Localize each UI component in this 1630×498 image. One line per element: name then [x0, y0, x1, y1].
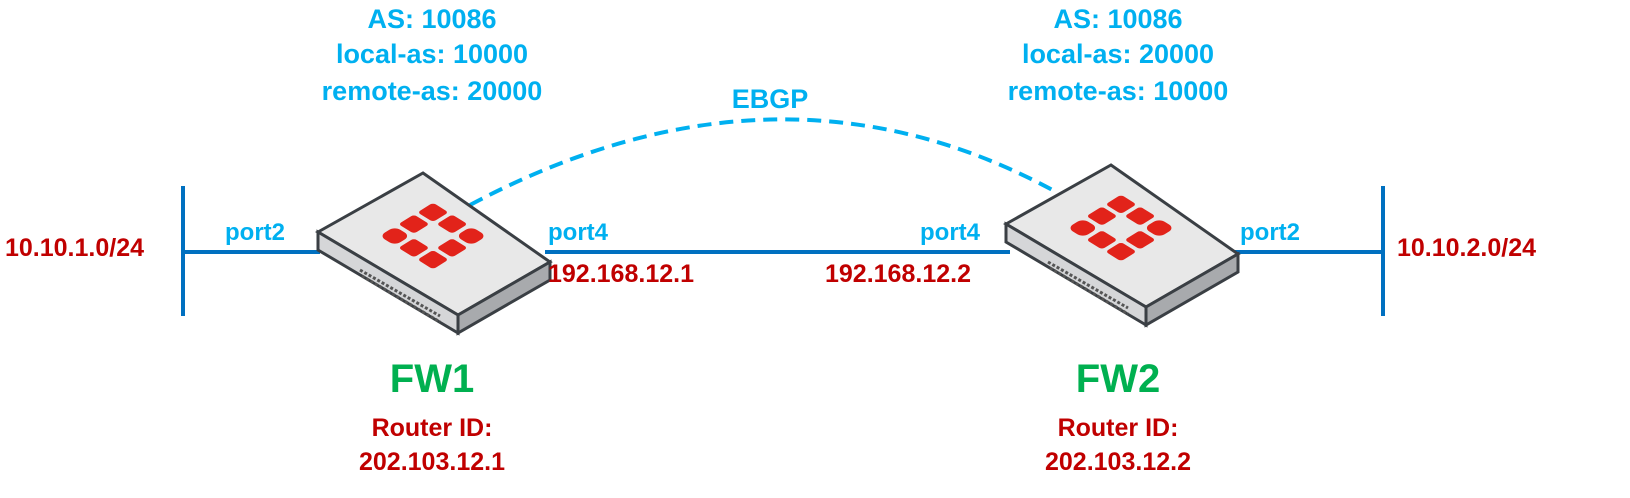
ebgp-label: EBGP [732, 84, 809, 114]
fw1-device-icon [316, 171, 552, 335]
fw2-router-id-label: Router ID: [1058, 414, 1179, 442]
fw2-remote-as: remote-as: 10000 [1008, 76, 1229, 106]
ebgp-session-line [469, 117, 1059, 207]
fw2-as: AS: 10086 [1053, 4, 1182, 34]
fw2-lan-subnet: 10.10.2.0/24 [1397, 234, 1536, 262]
fw1-router-id-label: Router ID: [372, 414, 493, 442]
fw2-name: FW2 [1076, 357, 1160, 401]
fw2-router-id: 202.103.12.2 [1045, 448, 1191, 476]
fw1-wan-ip: 192.168.12.1 [548, 260, 694, 288]
fw1-as: AS: 10086 [367, 4, 496, 34]
fw1-wan-port: port4 [548, 219, 609, 246]
fw1-lan-port: port2 [225, 219, 285, 246]
fw2-lan-port: port2 [1240, 219, 1300, 246]
fw2-wan-ip: 192.168.12.2 [825, 260, 971, 288]
fw1-name: FW1 [390, 357, 474, 401]
fw2-wan-port: port4 [920, 219, 981, 246]
fw1-router-id: 202.103.12.1 [359, 448, 505, 476]
fw2-device-icon [1004, 163, 1240, 327]
fw1-lan-subnet: 10.10.1.0/24 [5, 234, 144, 262]
fw1-local-as: local-as: 10000 [336, 39, 528, 69]
fw2-local-as: local-as: 20000 [1022, 39, 1214, 69]
fw1-remote-as: remote-as: 20000 [322, 76, 543, 106]
